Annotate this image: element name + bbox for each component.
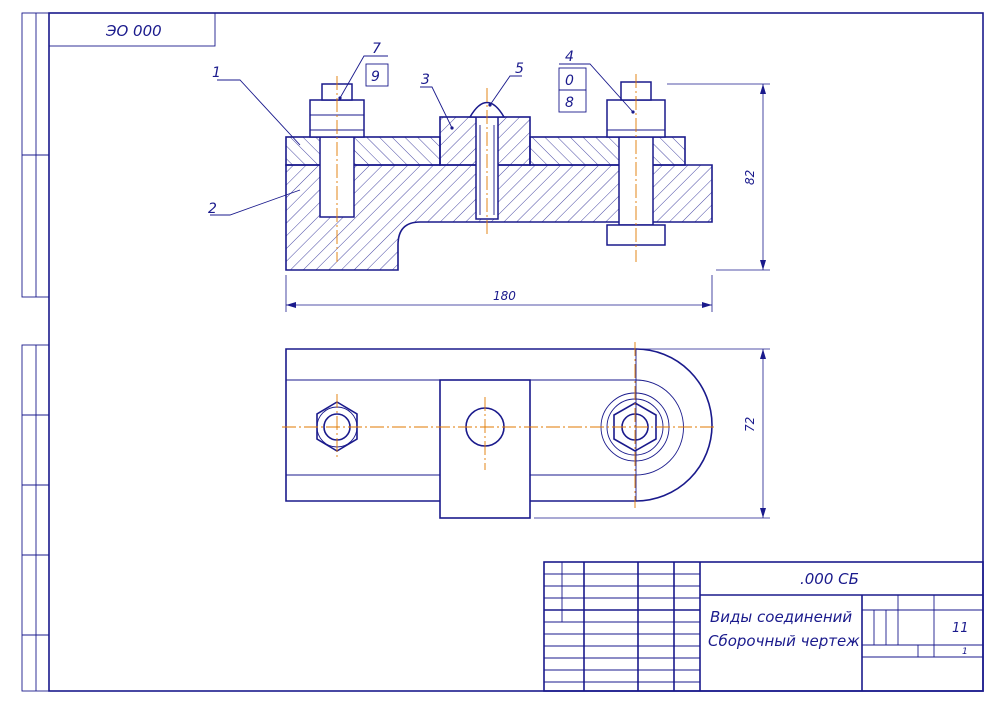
leader-label-1: 1 [212, 65, 221, 81]
sheet-count: 11 [952, 621, 969, 636]
sheet-index: 1 [962, 647, 968, 657]
top-code: ЭО 000 [105, 22, 162, 40]
leader-label-5: 5 [515, 61, 524, 77]
leader-box-0: 0 [565, 73, 574, 89]
sheet-frame [21, 12, 984, 692]
leader-label-4: 4 [565, 49, 574, 65]
drawing-title-line2: Сборочный чертеж [708, 632, 860, 650]
title-block [543, 561, 984, 692]
leader-box-9: 9 [371, 69, 380, 85]
leader-label-3: 3 [421, 72, 430, 88]
drawing-title-line1: Виды соединений [710, 608, 852, 626]
leader-box-8: 8 [565, 95, 574, 111]
top-view [282, 342, 770, 519]
drawing-designation: .000 СБ [800, 570, 859, 588]
front-view [210, 55, 770, 312]
dim-width-180: 180 [493, 289, 516, 303]
dim-height-72: 72 [743, 417, 757, 432]
dim-height-82: 82 [743, 170, 757, 185]
leader-label-2: 2 [208, 201, 217, 217]
leader-label-7: 7 [372, 41, 381, 57]
